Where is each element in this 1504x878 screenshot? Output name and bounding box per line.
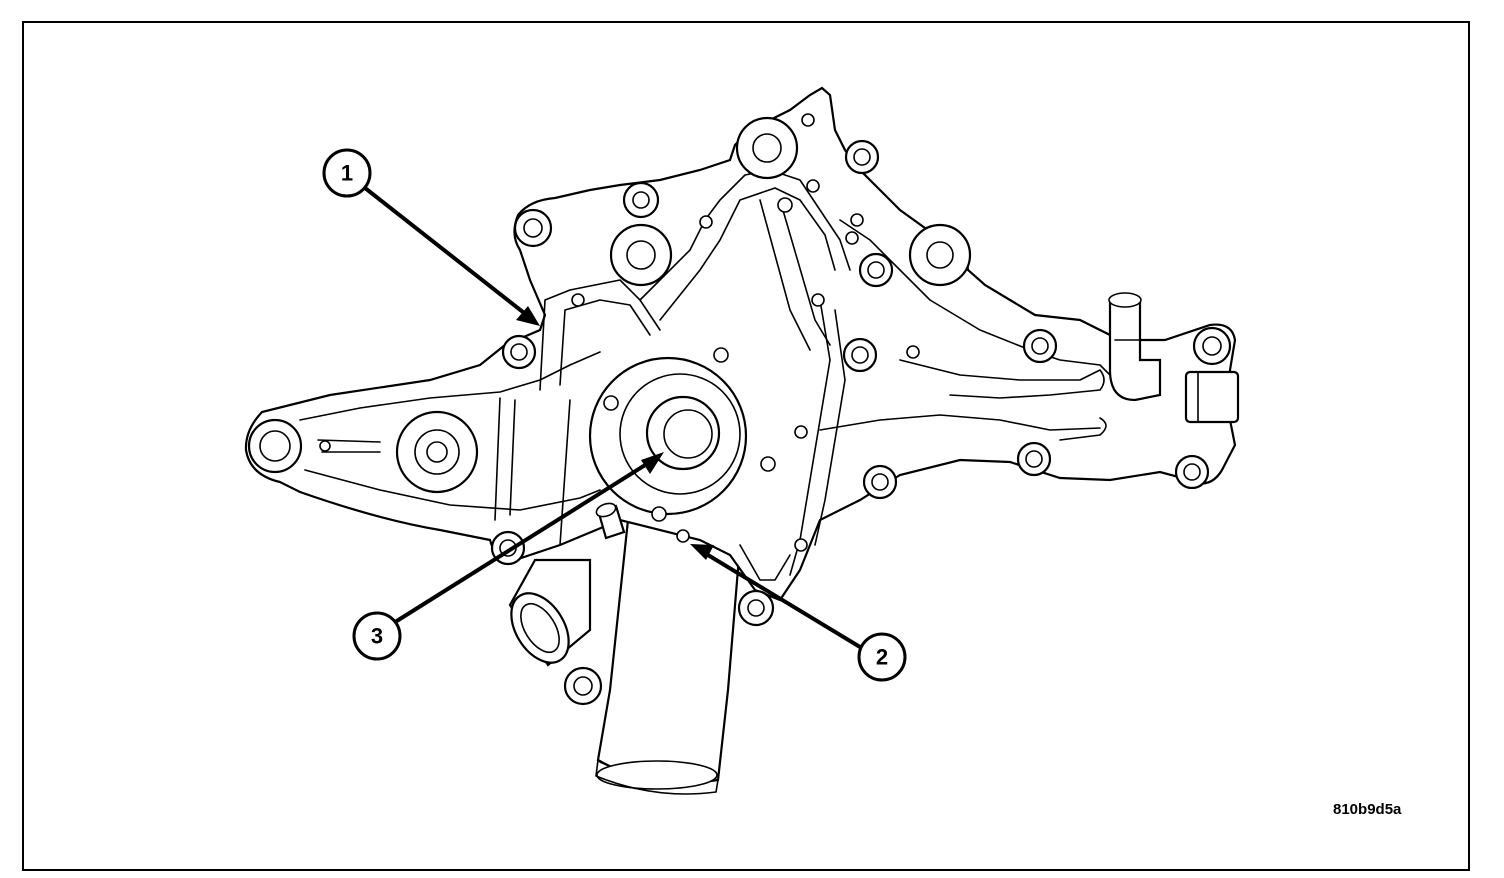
callout-1: 1	[322, 148, 372, 198]
heater-hose-fitting	[1108, 292, 1240, 424]
callout-1-number: 1	[341, 161, 353, 186]
callout-3: 3	[352, 611, 402, 661]
callout-3-leader	[390, 452, 664, 626]
water-pump-housing	[244, 86, 1240, 795]
figure-frame	[22, 21, 1470, 871]
callout-3-number: 3	[371, 624, 383, 649]
callout-2-number: 2	[876, 645, 888, 670]
bypass-nipple	[595, 502, 626, 540]
callout-1-leader	[363, 186, 540, 326]
outlet-pipe	[595, 518, 742, 795]
figure-id-label: 810b9d5a	[1333, 801, 1402, 818]
inlet-pipe	[508, 558, 592, 667]
callout-2: 2	[857, 632, 907, 682]
callout-2-leader	[690, 544, 862, 649]
